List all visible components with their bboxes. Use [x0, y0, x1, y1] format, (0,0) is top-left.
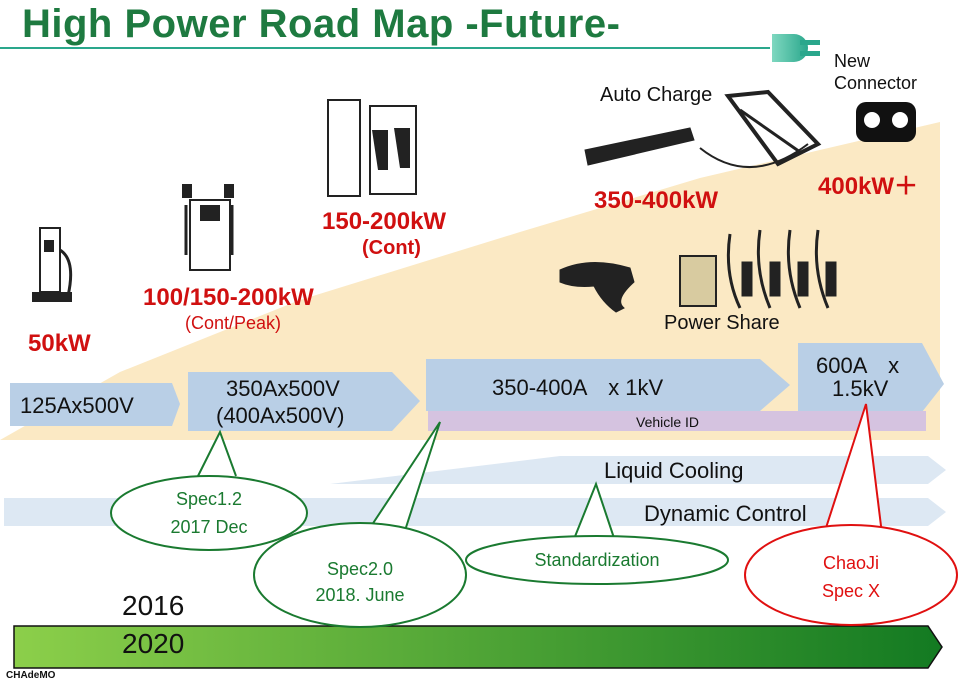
power-400kw-plus: 400kW＋	[818, 173, 919, 200]
vehicle-id-label: Vehicle ID	[636, 414, 700, 430]
power-share-icon	[679, 229, 837, 309]
arrow-125a-label: 125Ax500V	[20, 393, 134, 418]
arrow-600a	[798, 343, 944, 412]
arrow-350a-label-1: 350Ax500V	[226, 376, 340, 401]
charger-100kw-icon	[182, 184, 234, 271]
spec20-callout	[253, 421, 467, 628]
liquid-cooling-band	[330, 456, 946, 484]
power-share-label: Power Share	[664, 312, 780, 334]
arrow-350-400a-label: 350-400A x 1kV	[492, 375, 664, 400]
power-100-200kw: 100/150-200kW	[143, 284, 314, 311]
spec20-line2: 2018. June	[315, 585, 405, 605]
arrow-350a-label-2: (400Ax500V)	[216, 403, 345, 428]
new-connector-icon	[856, 102, 916, 142]
arrow-350a-500v	[188, 372, 420, 431]
charger-50kw-icon	[32, 227, 73, 302]
spec12-callout	[110, 429, 308, 551]
arrow-600a-label-1: 600A x	[816, 353, 900, 378]
timeline-arrow	[13, 625, 943, 669]
auto-charge-icon	[584, 89, 822, 168]
auto-charge-label: Auto Charge	[600, 84, 713, 106]
year-2020: 2020	[122, 628, 185, 659]
spec12-line1: Spec1.2	[175, 489, 243, 509]
arrow-600a-label-2: 1.5kV	[832, 376, 889, 401]
power-350-400kw: 350-400kW	[594, 187, 719, 214]
power-150-200kw: 150-200kW	[322, 208, 447, 235]
chaoji-line2: Spec X	[821, 581, 881, 601]
new-connector-label-1: New	[834, 51, 871, 71]
power-150-note: (Cont)	[362, 237, 421, 259]
liquid-cooling-label: Liquid Cooling	[604, 458, 744, 483]
new-connector-label-2: Connector	[834, 73, 918, 93]
connector-gun-icon	[559, 261, 635, 313]
standardization-label: Standardization	[534, 550, 660, 570]
chademo-logo: CHAdeMO	[6, 670, 56, 681]
spec20-line1: Spec2.0	[326, 559, 394, 579]
plug-icon	[772, 34, 820, 62]
power-100-note: (Cont/Peak)	[185, 313, 282, 333]
year-2016: 2016	[122, 590, 185, 621]
standardization-callout	[465, 481, 729, 585]
dynamic-control-label: Dynamic Control	[644, 501, 807, 526]
arrow-350-400a	[426, 359, 790, 411]
chaoji-line1: ChaoJi	[822, 553, 880, 573]
charger-150kw-icon	[327, 99, 417, 197]
power-50kw: 50kW	[28, 330, 91, 357]
spec12-line2: 2017 Dec	[170, 517, 248, 537]
chaoji-callout	[744, 403, 958, 626]
arrow-125a	[10, 383, 180, 426]
vehicle-id-bar	[428, 411, 926, 431]
page-title: High Power Road Map -Future-	[22, 2, 621, 46]
